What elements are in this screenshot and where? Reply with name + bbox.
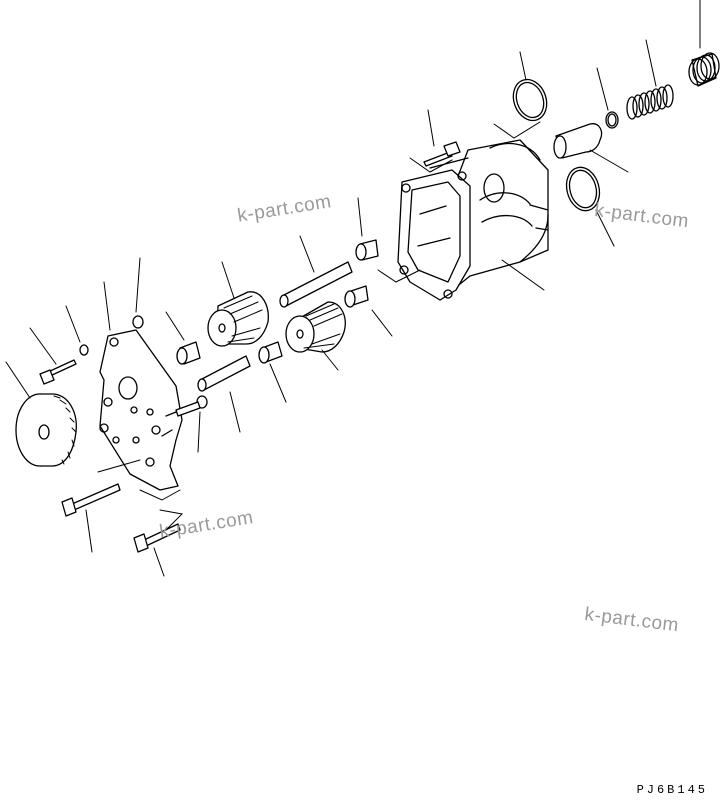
o-ring-lower xyxy=(565,166,601,212)
main-gear xyxy=(15,393,77,467)
bushing-upper xyxy=(355,239,379,261)
bolt-right-plate xyxy=(175,401,201,417)
cover-plate xyxy=(99,329,183,491)
flange-bolt-lower-icon xyxy=(61,483,121,517)
flange-bolt-bottom-icon xyxy=(133,523,181,553)
bushing-mid xyxy=(258,341,283,364)
spring-icon xyxy=(626,84,674,120)
drawing-code: PJ6B145 xyxy=(636,783,708,797)
shaft-lower xyxy=(197,355,251,392)
threaded-plug xyxy=(688,52,720,87)
hex-bolt-upper-icon xyxy=(39,359,77,385)
housing-bolt-icon xyxy=(423,141,461,167)
bushing-lower xyxy=(344,285,369,308)
shaft-upper xyxy=(279,261,353,308)
pump-housing xyxy=(397,139,549,301)
small-bushing-plate xyxy=(132,315,144,329)
o-ring-upper xyxy=(512,78,548,122)
leader-lines xyxy=(5,0,701,577)
valve-spool xyxy=(553,123,603,159)
small-ring xyxy=(605,111,619,129)
driven-gear xyxy=(285,301,346,353)
drive-gear xyxy=(207,291,269,347)
washer-small xyxy=(79,344,89,356)
bushing-left xyxy=(176,341,201,365)
